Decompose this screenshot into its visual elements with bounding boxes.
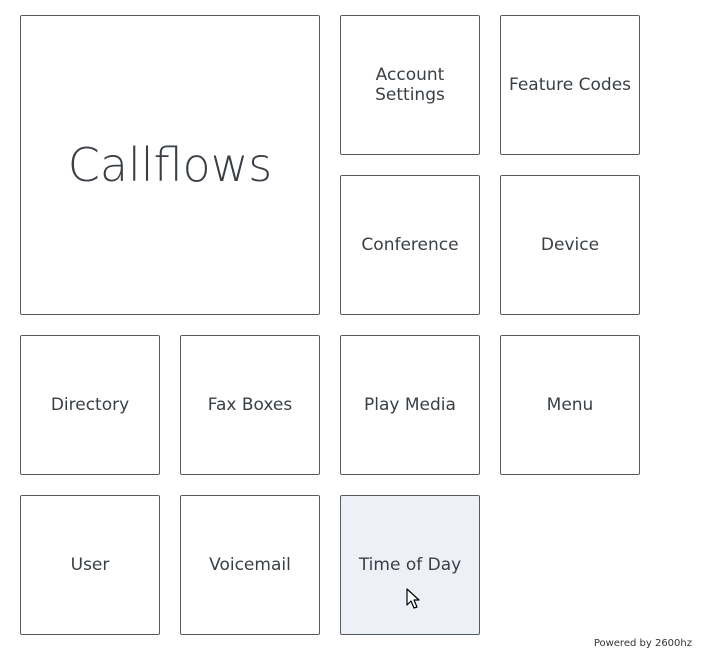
account-settings-tile[interactable]: Account Settings — [340, 15, 480, 155]
feature-codes-tile[interactable]: Feature Codes — [500, 15, 640, 155]
voicemail-tile[interactable]: Voicemail — [180, 495, 320, 635]
callflows-tile[interactable]: Callflows — [20, 15, 320, 315]
directory-label: Directory — [50, 395, 130, 415]
account-settings-label-line1: Account — [375, 65, 445, 85]
user-tile[interactable]: User — [20, 495, 160, 635]
time-of-day-label: Time of Day — [358, 555, 462, 575]
menu-label: Menu — [546, 395, 594, 415]
user-label: User — [70, 555, 110, 575]
account-settings-label-line2: Settings — [375, 85, 445, 105]
voicemail-label: Voicemail — [209, 555, 291, 575]
fax-boxes-label: Fax Boxes — [207, 395, 293, 415]
callflows-label: Callflows — [67, 138, 273, 192]
conference-label: Conference — [361, 235, 459, 255]
play-media-label: Play Media — [364, 395, 456, 415]
menu-tile[interactable]: Menu — [500, 335, 640, 475]
conference-tile[interactable]: Conference — [340, 175, 480, 315]
time-of-day-tile[interactable]: Time of Day — [340, 495, 480, 635]
device-label: Device — [540, 235, 600, 255]
play-media-tile[interactable]: Play Media — [340, 335, 480, 475]
account-settings-label: Account Settings — [375, 65, 445, 105]
powered-by-footer: Powered by 2600hz — [593, 638, 692, 649]
device-tile[interactable]: Device — [500, 175, 640, 315]
feature-codes-label: Feature Codes — [508, 75, 632, 95]
directory-tile[interactable]: Directory — [20, 335, 160, 475]
fax-boxes-tile[interactable]: Fax Boxes — [180, 335, 320, 475]
